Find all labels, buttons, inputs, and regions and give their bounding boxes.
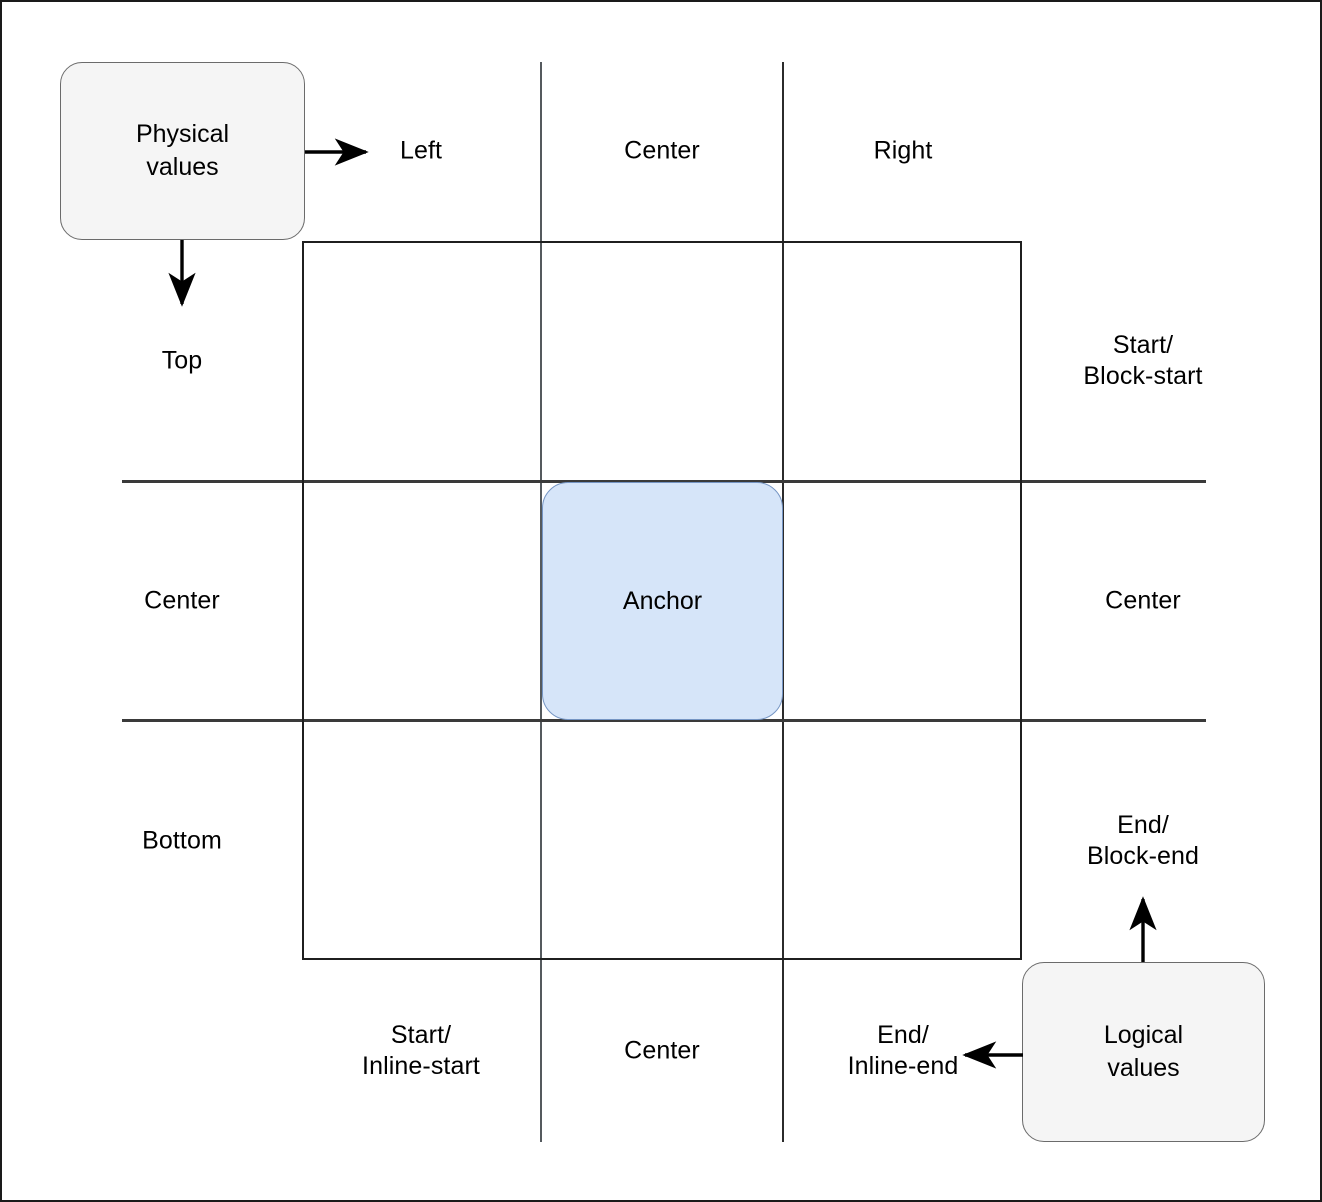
label-right-end-block-end: End/ Block-end: [1086, 811, 1200, 870]
grid-vline-right: [782, 62, 784, 1142]
label-left-center: Center: [144, 586, 220, 615]
anchor-box[interactable]: Anchor: [542, 482, 783, 720]
containing-block-rect: [302, 241, 1022, 960]
label-top-right: Right: [873, 136, 933, 165]
anchor-box-label: Anchor: [622, 586, 703, 615]
logical-values-label: Logical values: [1103, 1021, 1184, 1082]
label-top-left: Left: [399, 136, 443, 165]
grid-hline-lower: [122, 719, 1206, 722]
label-bottom-end-inline-end: End/ Inline-end: [847, 1021, 959, 1080]
physical-values-box[interactable]: Physical values: [60, 62, 305, 240]
logical-values-box[interactable]: Logical values: [1022, 962, 1265, 1142]
label-right-start-block-start: Start/ Block-start: [1083, 331, 1203, 390]
label-bottom-start-inline-start: Start/ Inline-start: [362, 1021, 480, 1080]
label-left-top: Top: [161, 346, 203, 375]
label-left-bottom: Bottom: [142, 826, 222, 855]
grid-vline-left: [540, 62, 542, 1142]
physical-values-label: Physical values: [135, 120, 230, 181]
label-top-center: Center: [624, 136, 700, 165]
label-bottom-center: Center: [624, 1036, 700, 1065]
label-right-center: Center: [1105, 586, 1181, 615]
grid-hline-upper: [122, 480, 1206, 483]
